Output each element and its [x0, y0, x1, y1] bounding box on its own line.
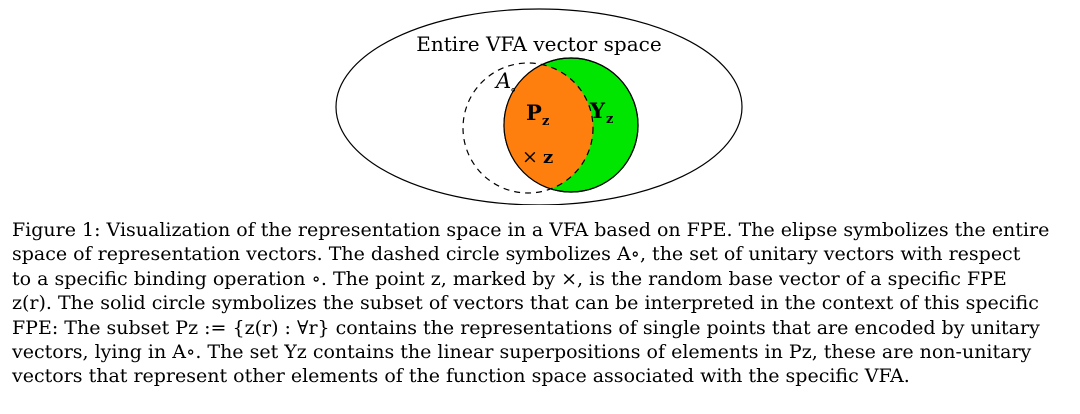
p-region-label: P	[526, 100, 542, 125]
dashed-circle-label-sub: ∘	[510, 83, 516, 98]
p-region-circle	[504, 63, 593, 192]
caption-line: FPE: The subset Pz := {z(r) : ∀r} contai…	[12, 316, 1040, 339]
caption-line: space of representation vectors. The das…	[12, 243, 1021, 266]
p-region-label-sub: z	[542, 114, 549, 129]
caption-line: vectors that represent other elements of…	[12, 365, 910, 388]
dashed-circle-label: A	[494, 69, 511, 93]
caption-line: z(r). The solid circle symbolizes the su…	[12, 292, 1039, 315]
caption-line: Figure 1: Visualization of the represent…	[12, 219, 1050, 241]
unitary-dashed-circle	[462, 62, 594, 194]
y-region-label-sub: z	[606, 112, 613, 127]
y-region-label: Y	[589, 98, 606, 123]
figure-diagram: Entire VFA vector space A ∘ P z Y z × z	[0, 0, 1080, 205]
ellipse-label: Entire VFA vector space	[416, 32, 661, 56]
caption-line: to a specific binding operation ∘. The p…	[12, 267, 1007, 290]
point-marker: ×	[522, 146, 538, 168]
figure-caption: Figure 1: Visualization of the represent…	[12, 218, 1072, 389]
caption-line: vectors, lying in A∘. The set Yz contain…	[12, 341, 1032, 364]
vector-space-ellipse	[335, 8, 743, 205]
point-label: z	[543, 147, 553, 168]
